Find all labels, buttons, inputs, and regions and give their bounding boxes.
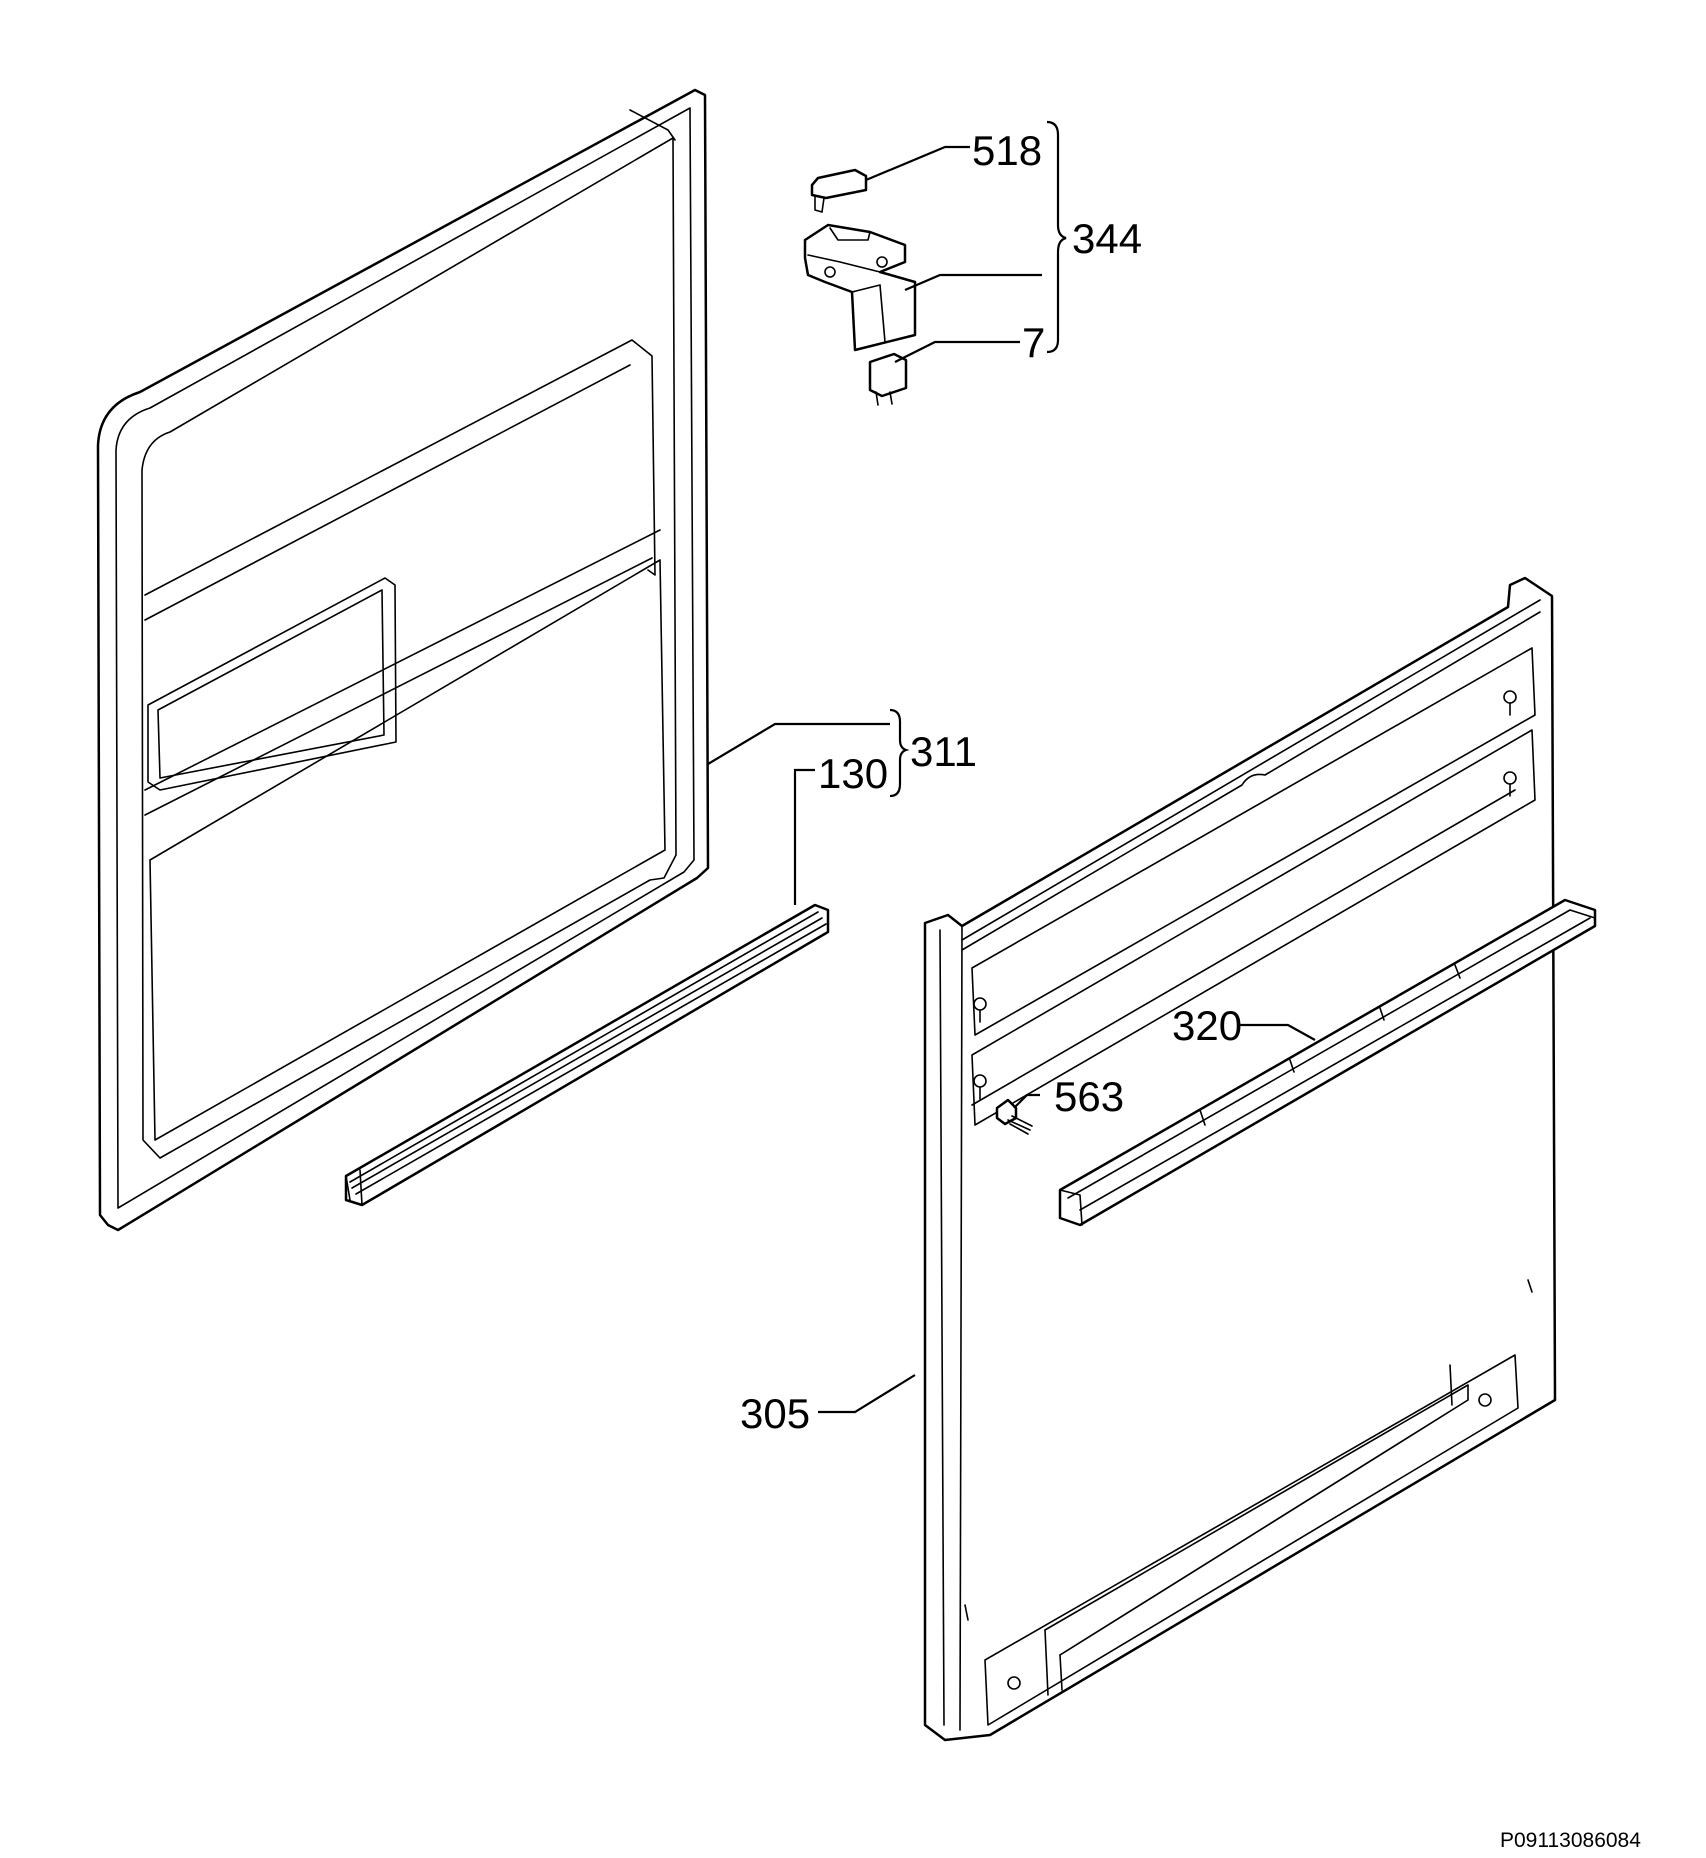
label-563: 563 (1054, 1073, 1124, 1120)
outer-door-panel (923, 576, 1557, 1742)
label-311: 311 (910, 728, 977, 775)
door-lock-assembly (803, 168, 917, 406)
label-130: 130 (818, 750, 888, 797)
label-305: 305 (740, 1390, 810, 1437)
handle-trim-strip (1058, 898, 1597, 1227)
label-518: 518 (972, 127, 1042, 174)
door-gasket-strip (344, 903, 830, 1207)
micro-switch-518 (810, 168, 868, 200)
inner-door-panel (96, 88, 710, 1232)
leader-lines (707, 120, 1316, 1414)
label-344: 344 (1072, 215, 1142, 262)
lock-body (803, 223, 917, 352)
keyhole-slots (973, 690, 1517, 1100)
part-labels: 518 344 7 311 130 320 563 305 (740, 127, 1242, 1437)
label-7: 7 (1022, 319, 1045, 366)
lock-part-7 (868, 352, 908, 398)
drawing-code: P09113086084 (1500, 1829, 1641, 1852)
label-320: 320 (1172, 1002, 1242, 1049)
screw (995, 1098, 1033, 1135)
